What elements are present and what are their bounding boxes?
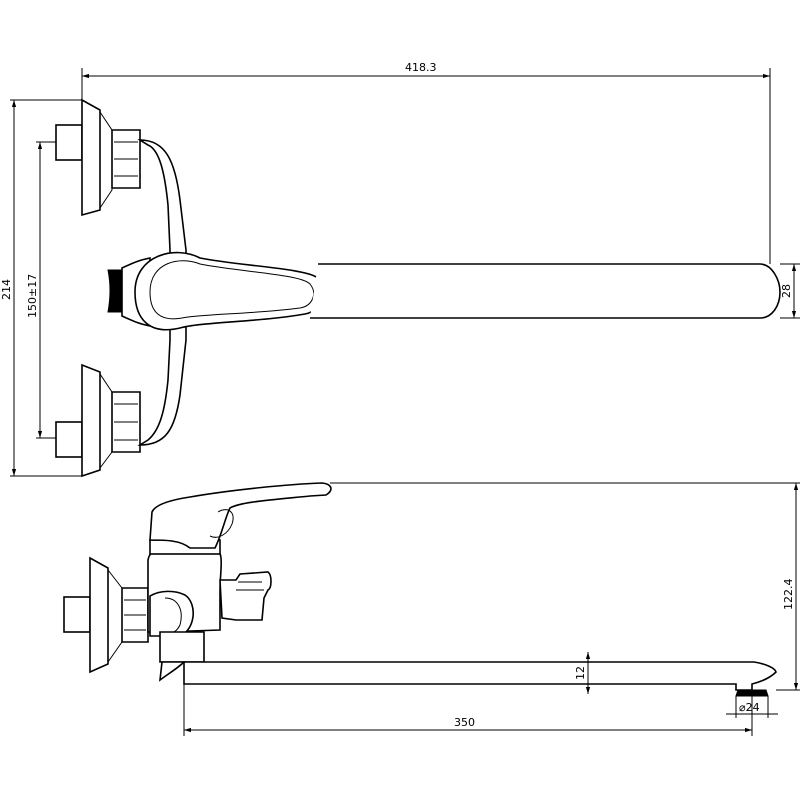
front-wall-flange bbox=[63, 556, 149, 674]
spout-front bbox=[183, 661, 777, 691]
dim-spout-thickness: 28 bbox=[780, 284, 793, 298]
diverter-knob bbox=[219, 571, 272, 621]
dim-spout-height: 122.4 bbox=[782, 579, 795, 611]
dim-overall-length: 418.3 bbox=[405, 61, 437, 74]
upper-wall-flange bbox=[55, 98, 141, 217]
dim-overall-height: 214 bbox=[0, 279, 13, 300]
lever-handle-top bbox=[134, 251, 326, 331]
dim-spout-tube: 12 bbox=[574, 666, 587, 680]
top-view: 418.3 214 150±17 28 bbox=[0, 61, 800, 478]
aerator bbox=[735, 689, 769, 697]
lever-handle-front bbox=[149, 482, 332, 549]
dim-aerator-diameter: ⌀24 bbox=[739, 701, 760, 714]
mixer-body bbox=[137, 139, 187, 446]
dim-center-distance: 150±17 bbox=[26, 274, 39, 318]
lower-wall-flange bbox=[55, 363, 141, 478]
spout-top bbox=[310, 263, 781, 319]
front-view: 122.4 12 350 ⌀24 bbox=[63, 482, 800, 736]
dim-spout-reach: 350 bbox=[454, 716, 475, 729]
